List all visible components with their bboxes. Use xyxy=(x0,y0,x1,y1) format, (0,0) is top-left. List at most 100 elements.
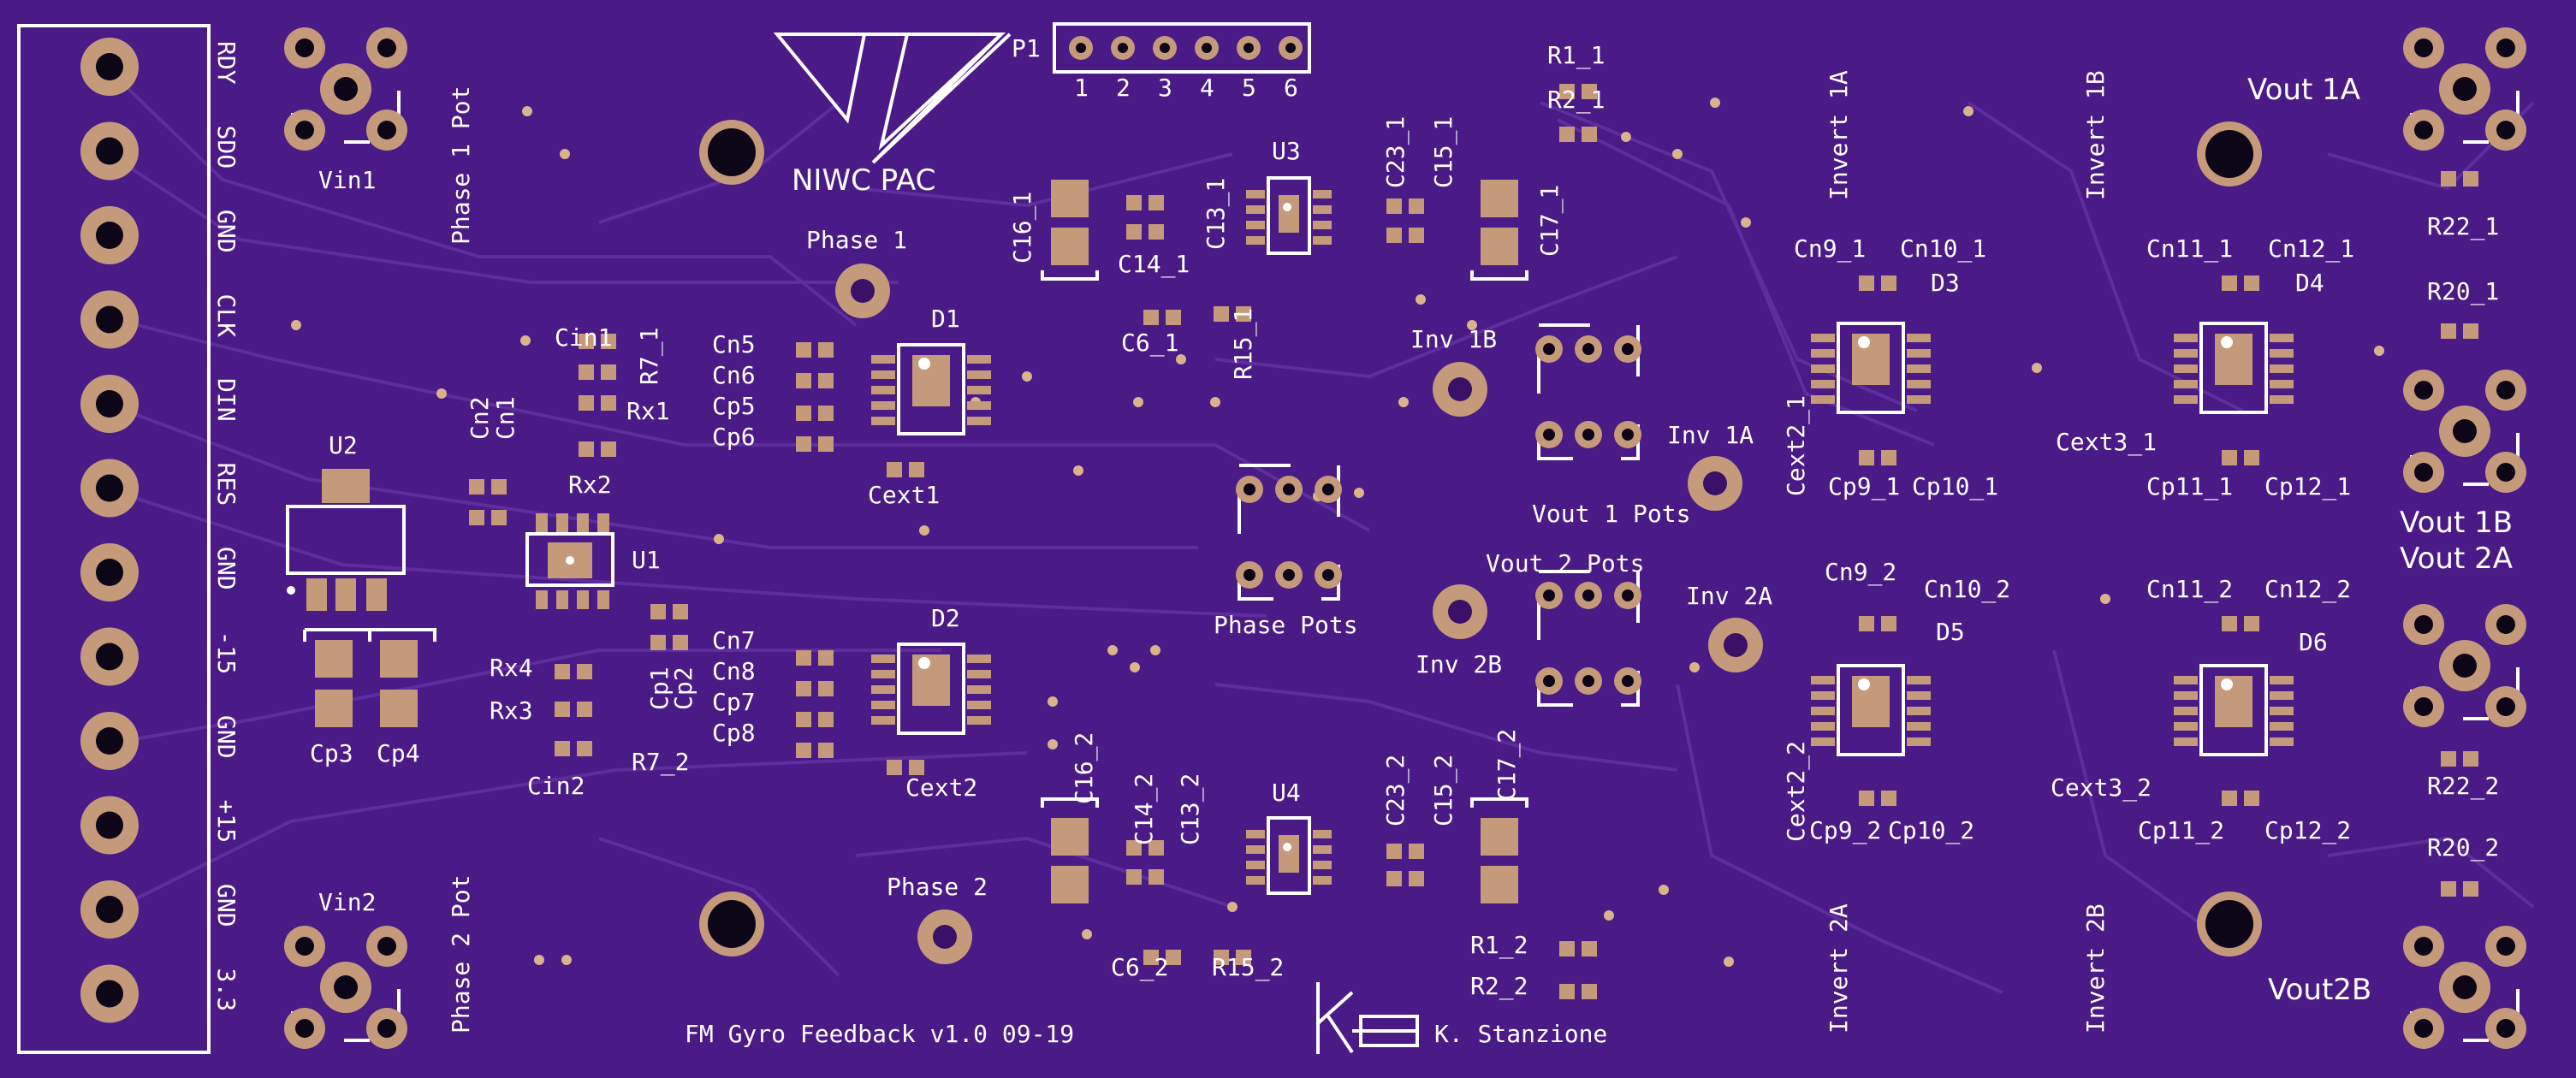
d-chip-outline xyxy=(2199,664,2268,756)
large-caps xyxy=(1041,180,1528,903)
pad xyxy=(2441,751,2456,767)
silk-phase1-pot: Phase 1 Pot xyxy=(447,86,475,245)
u-chip-outline xyxy=(1267,176,1311,255)
silk-r20-2: R20_2 xyxy=(2427,833,2499,862)
silk-phase2: Phase 2 xyxy=(887,873,988,901)
silk-cext2-2: Cext2_2 xyxy=(1782,741,1811,842)
pot-sockets xyxy=(1236,323,1641,707)
bnc-footprints xyxy=(284,27,2526,1049)
silk-cp9-2: Cp9_2 xyxy=(1809,816,1881,845)
passive-pads xyxy=(469,84,2478,999)
silk-r2-2: R2_2 xyxy=(1470,972,1528,1001)
pad xyxy=(579,395,594,411)
silk-cn11-2: Cn11_2 xyxy=(2146,575,2233,604)
header-pin-label: GND xyxy=(212,884,240,927)
silk-c6-2: C6_2 xyxy=(1111,953,1168,982)
silk-r2-1: R2_1 xyxy=(1547,86,1605,115)
pad xyxy=(1126,195,1142,210)
pad xyxy=(796,650,811,666)
pad xyxy=(1859,616,1874,631)
pad xyxy=(1214,306,1229,322)
silk-cn2: Cn2 xyxy=(466,396,494,440)
silk-cn7: Cn7 xyxy=(712,626,756,654)
pad xyxy=(2441,323,2456,339)
test-points xyxy=(835,264,1763,964)
pad xyxy=(1859,791,1874,806)
p1-pin-number: 4 xyxy=(1200,74,1214,102)
silk-cp11-2: Cp11_2 xyxy=(2138,816,2224,845)
silk-u3: U3 xyxy=(1272,137,1301,165)
silk-u2: U2 xyxy=(329,431,358,459)
silk-cn10-1: Cn10_1 xyxy=(1900,234,1986,264)
silk-vout1a: Vout 1A xyxy=(2247,73,2360,107)
silk-cext3-2: Cext3_2 xyxy=(2051,773,2152,803)
silk-c16-1: C16_1 xyxy=(1008,192,1037,264)
pad xyxy=(887,462,902,477)
silk-c13-2: C13_2 xyxy=(1176,773,1205,845)
pad xyxy=(796,712,811,727)
silk-r1-1: R1_1 xyxy=(1547,41,1605,70)
p1-pin-number: 3 xyxy=(1158,74,1172,102)
silk-rx4: Rx4 xyxy=(490,654,533,682)
d-chip-outline xyxy=(897,343,965,435)
silk-cp8: Cp8 xyxy=(712,719,756,747)
d-chip-outline xyxy=(1837,322,1905,414)
pad xyxy=(2222,450,2237,465)
u-chips xyxy=(1246,176,1332,895)
header-pin-label: SDO xyxy=(212,126,240,169)
silk-cp2: Cp2 xyxy=(669,666,697,710)
header-pin-label: GND xyxy=(212,547,240,590)
pad xyxy=(469,510,484,525)
pad xyxy=(1559,984,1575,999)
silk-cp6: Cp6 xyxy=(712,423,756,451)
bnc-outline xyxy=(291,933,401,1042)
silk-phase-pots: Phase Pots xyxy=(1214,611,1358,639)
silk-c17-2: C17_2 xyxy=(1493,729,1522,801)
silk-cp7: Cp7 xyxy=(712,688,756,716)
silk-c17-1: C17_1 xyxy=(1535,185,1564,257)
silk-u1: U1 xyxy=(632,546,661,574)
silk-vin2: Vin2 xyxy=(318,888,376,916)
pad xyxy=(796,436,811,452)
silk-phase2-pot: Phase 2 Pot xyxy=(447,875,475,1034)
header-pin-label: GND xyxy=(212,715,240,759)
bnc-outline xyxy=(291,34,401,144)
p1-pin-number: 6 xyxy=(1284,74,1298,102)
silk-d1: D1 xyxy=(931,305,960,333)
silk-cp10-1: Cp10_1 xyxy=(1912,472,1998,501)
silk-r7-2: R7_2 xyxy=(632,748,689,777)
pad xyxy=(796,681,811,696)
silk-cn8: Cn8 xyxy=(712,657,756,685)
pad xyxy=(555,664,570,679)
silk-d3: D3 xyxy=(1931,269,1960,297)
silk-cp1: Cp1 xyxy=(645,666,674,710)
pad xyxy=(555,702,570,717)
pad xyxy=(2222,791,2237,806)
silk-inv2b: Inv 2B xyxy=(1416,650,1502,678)
author-label: K. Stanzione xyxy=(1434,1020,1607,1048)
pad xyxy=(555,741,570,756)
pad xyxy=(2222,275,2237,291)
niwc-logo-icon xyxy=(773,33,1012,164)
silk-inv2a: Inv 2A xyxy=(1686,582,1772,610)
silk-c14-2: C14_2 xyxy=(1130,773,1159,845)
silk-c16-2: C16_2 xyxy=(1070,732,1099,804)
silk-cn5: Cn5 xyxy=(712,330,756,358)
silk-cp9-1: Cp9_1 xyxy=(1828,472,1900,501)
pad xyxy=(1143,950,1159,965)
silk-c15-1: C15_1 xyxy=(1429,116,1458,188)
pad xyxy=(1859,450,1874,465)
silk-cn12-2: Cn12_2 xyxy=(2264,575,2351,604)
silk-vout2b: Vout2B xyxy=(2268,973,2371,1007)
pad xyxy=(1386,228,1402,243)
silk-c13-1: C13_1 xyxy=(1202,178,1231,250)
pad xyxy=(1143,310,1159,325)
silk-inv1a: Inv 1A xyxy=(1667,421,1754,449)
k-logo-icon xyxy=(1316,982,1419,1054)
pad xyxy=(887,760,902,775)
socket-outline xyxy=(1238,464,1340,601)
silk-inv1b: Inv 1B xyxy=(1410,325,1497,353)
d-chips xyxy=(871,322,2294,756)
